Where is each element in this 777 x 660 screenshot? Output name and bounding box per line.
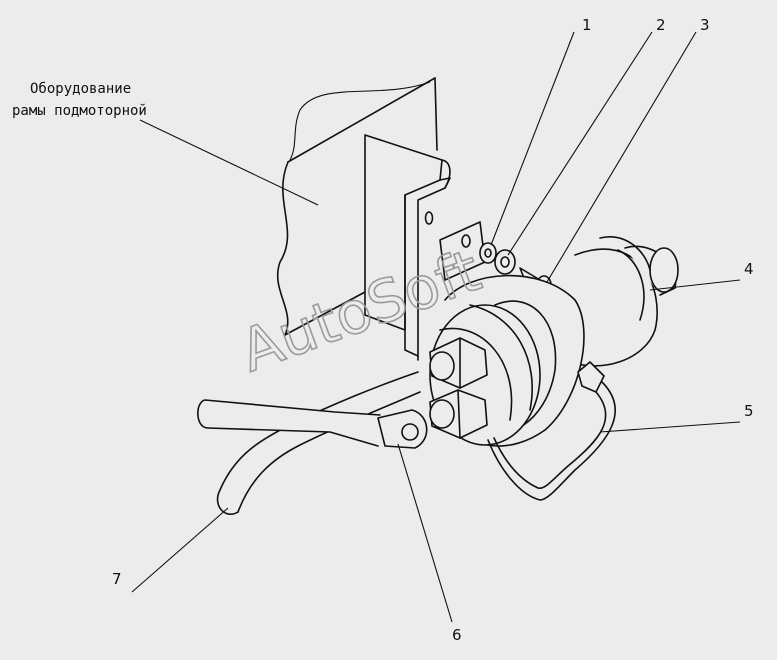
callout-1: 1: [582, 16, 592, 34]
terminal-nuts: [429, 337, 488, 439]
frame-plate: [276, 77, 438, 336]
cable: [197, 371, 428, 515]
leader-lines: [131, 31, 741, 623]
caption-line-2: рамы подмоторной: [12, 103, 147, 119]
callout-4: 4: [744, 260, 754, 278]
callout-6: 6: [452, 626, 462, 644]
caption-line-1: Оборудование: [30, 81, 131, 97]
callout-7: 7: [112, 570, 122, 588]
callout-3: 3: [700, 16, 710, 34]
callout-2: 2: [656, 16, 666, 34]
callout-5: 5: [744, 402, 754, 420]
wire-loop: [487, 361, 617, 501]
caption-leader: [139, 119, 319, 206]
